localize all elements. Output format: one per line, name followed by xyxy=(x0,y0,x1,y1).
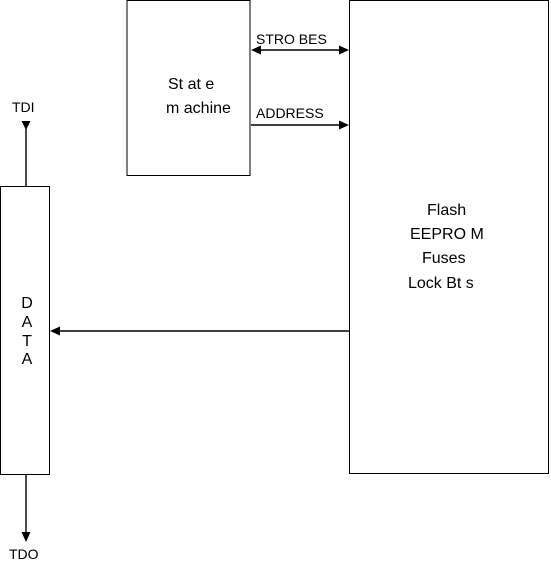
memory-to-data-arrowhead xyxy=(50,326,60,336)
data-register-letter-a: A xyxy=(22,314,33,331)
data-register-letter-d: D xyxy=(21,295,33,312)
data-register-letter-a-2: A xyxy=(22,351,33,368)
tdi-arrowhead xyxy=(21,121,31,130)
tdi-input: TDI xyxy=(12,99,35,186)
address-arrowhead xyxy=(339,120,349,130)
memory-block: Flash EEPRO M Fuses Lock Bt s xyxy=(349,0,549,474)
state-machine-block: St at e m achine xyxy=(126,0,251,176)
data-register-letter-t: T xyxy=(22,333,32,350)
address-label: ADDRESS xyxy=(256,105,324,121)
strobes-label: STRO BES xyxy=(256,31,327,47)
memory-label-lock-bits: Lock Bt s xyxy=(408,275,474,292)
tdo-label: TDO xyxy=(9,546,39,562)
strobes-arrow: STRO BES xyxy=(251,31,349,55)
tdi-label: TDI xyxy=(12,99,35,115)
data-register-block: D A T A xyxy=(0,186,50,475)
memory-to-data-arrow xyxy=(50,326,349,336)
memory-label-flash: Flash xyxy=(427,202,466,219)
address-arrow: ADDRESS xyxy=(251,105,349,130)
state-machine-label-line-1: St at e xyxy=(168,76,214,93)
strobes-arrowhead-left xyxy=(251,45,261,55)
state-machine-label-line-2: m achine xyxy=(166,100,231,117)
tdo-output: TDO xyxy=(9,475,39,562)
memory-label-eeprom: EEPRO M xyxy=(410,226,484,243)
memory-label-fuses: Fuses xyxy=(422,250,466,267)
tdo-arrowhead xyxy=(21,532,31,542)
strobes-arrowhead-right xyxy=(339,45,349,55)
